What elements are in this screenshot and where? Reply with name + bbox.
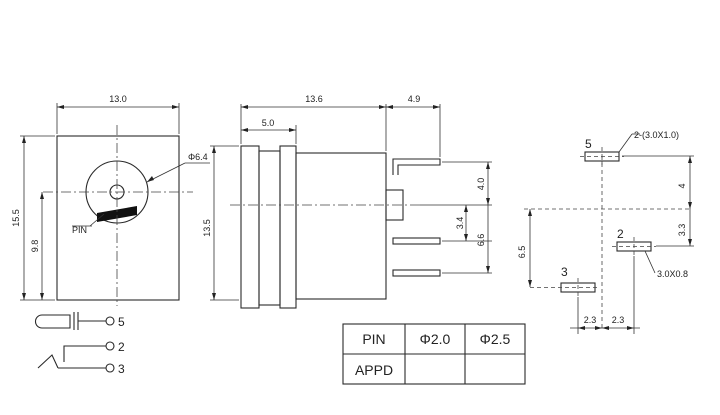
rear-boss (385, 189, 404, 221)
pin-leader-line (89, 213, 105, 227)
table-header-2-5: Φ2.5 (480, 331, 511, 347)
flange-dimension-label: 5.0 (262, 118, 275, 128)
schematic-pin-3-label: 3 (118, 362, 125, 376)
flange-gap (258, 150, 281, 306)
pad-2-label: 2 (617, 227, 624, 241)
wire-2 (63, 345, 106, 362)
middle-pin (392, 237, 441, 245)
pin-contact (97, 206, 137, 222)
slot-top-size-label: 2-(3.0X1.0) (634, 130, 679, 140)
pin-extent-dimension-label: 4.9 (408, 94, 421, 104)
width-dimension-label: 13.0 (109, 94, 127, 104)
spec-table: PIN Φ2.0 Φ2.5 APPD (342, 323, 526, 385)
table-row-label-appd: APPD (355, 362, 393, 378)
schematic-pin-2-label: 2 (118, 340, 125, 354)
dim-2-3-left-label: 2.3 (584, 315, 597, 325)
dim-6-5-label: 6.5 (517, 246, 527, 259)
rear-flange (279, 145, 297, 309)
hole-diameter-label: Φ6.4 (188, 152, 208, 162)
pcb-layout: 5 2 3 2-(3.0X1.0) 3.0X0.8 4 3.3 (517, 130, 694, 334)
schematic-symbol: 5 2 3 (34, 312, 125, 376)
table-header-pin: PIN (362, 331, 385, 347)
top-pin-dimension-label: 4.0 (476, 178, 486, 191)
table-header-2-0: Φ2.0 (420, 331, 451, 347)
terminal-5 (105, 316, 115, 326)
pad-5-label: 5 (585, 137, 592, 151)
length-dimension-label: 13.6 (305, 94, 323, 104)
dim-2-3-right-label: 2.3 (612, 315, 625, 325)
dim-3-3-label: 3.3 (677, 224, 687, 237)
bottom-pin (392, 269, 441, 277)
terminal-3 (105, 363, 115, 373)
front-view: 13.0 15.5 9.8 Φ6.4 PIN (11, 94, 210, 306)
mid-pin-dimension-label: 3.4 (455, 217, 465, 230)
pin-label: PIN (72, 225, 87, 235)
pad-3-label: 3 (561, 265, 568, 279)
front-body-outline (56, 135, 180, 301)
switch-contact (37, 354, 59, 369)
dim-4-label: 4 (677, 183, 687, 188)
terminal-2 (105, 341, 115, 351)
center-height-dimension-label: 9.8 (30, 240, 40, 253)
schematic-pin-5-label: 5 (118, 315, 125, 329)
slot-mid-size-label: 3.0X0.8 (657, 269, 688, 279)
side-view: 13.6 4.9 5.0 13.5 4.0 3.4 6.6 (202, 94, 492, 309)
side-height-dimension-label: 13.5 (202, 219, 212, 237)
height-dimension-label: 15.5 (11, 209, 21, 227)
jack-body (295, 152, 387, 300)
plug-body (34, 314, 71, 329)
top-pin (392, 158, 441, 175)
pin-span-dimension-label: 6.6 (476, 234, 486, 247)
front-flange (240, 145, 260, 309)
